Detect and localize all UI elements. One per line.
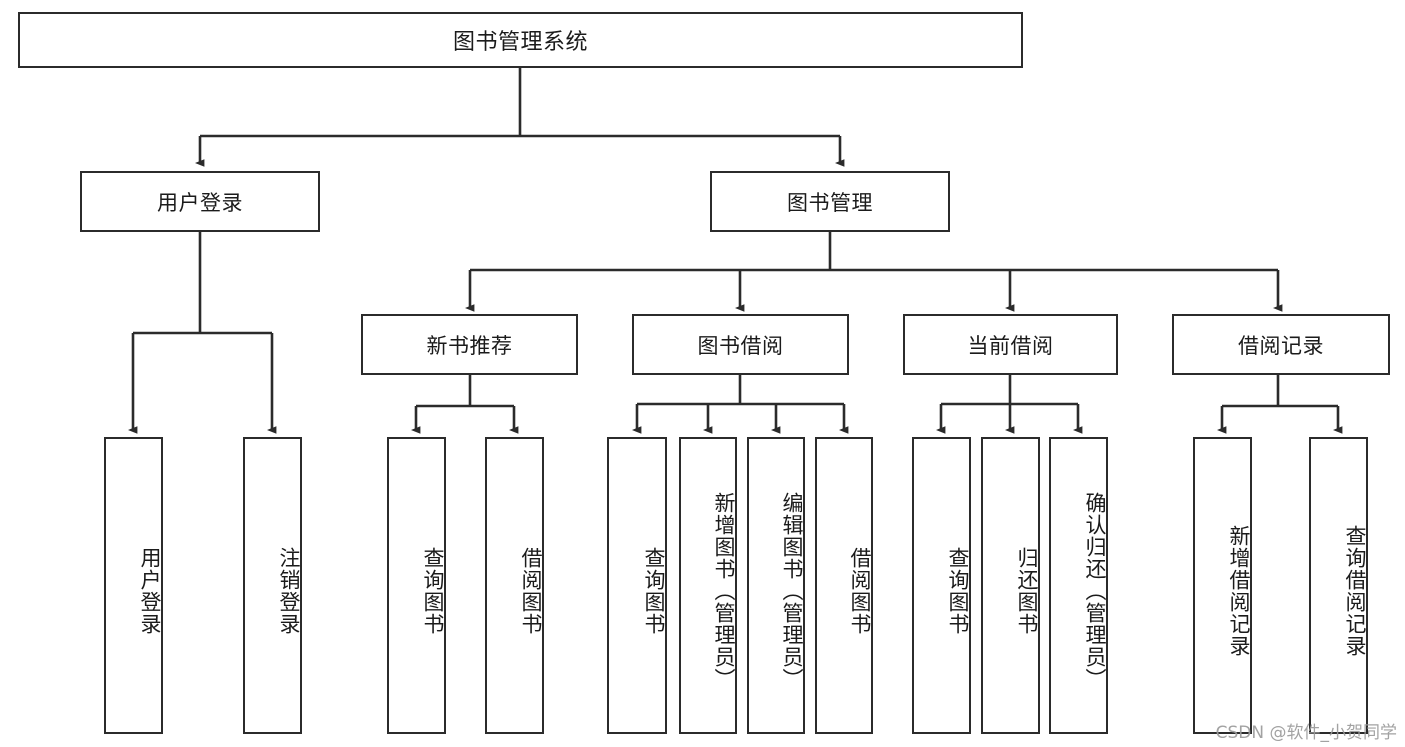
- node-label: 当前借阅: [967, 333, 1054, 358]
- leaf-borrow-book-recommend[interactable]: 借阅图书: [485, 437, 544, 734]
- node-current-borrow[interactable]: 当前借阅: [903, 314, 1118, 375]
- node-label: 归还图书: [1015, 546, 1039, 635]
- leaf-query-book-borrow[interactable]: 查询图书: [607, 437, 667, 734]
- node-label: 查询图书: [946, 546, 970, 635]
- leaf-user-login[interactable]: 用户登录: [104, 437, 163, 734]
- leaf-return-book[interactable]: 归还图书: [981, 437, 1040, 734]
- edge-currentborrow-to-leaves: [936, 375, 1083, 434]
- edge-bookmgmt-to-level3: [465, 232, 1283, 312]
- node-label: 查询图书: [421, 546, 445, 635]
- node-label: 借阅记录: [1238, 333, 1324, 358]
- node-label: 编辑图书（管理员）: [780, 491, 804, 690]
- node-book-management[interactable]: 图书管理: [710, 171, 950, 232]
- node-label: 图书管理: [787, 190, 873, 215]
- node-label: 确认归还（管理员）: [1083, 491, 1107, 690]
- node-label: 新书推荐: [426, 333, 513, 358]
- node-label: 借阅图书: [848, 546, 872, 635]
- node-label: 图书借阅: [697, 333, 784, 358]
- leaf-query-book-current[interactable]: 查询图书: [912, 437, 971, 734]
- node-label: 新增借阅记录: [1227, 524, 1251, 657]
- edge-borrowrecord-to-leaves: [1217, 375, 1343, 434]
- node-label: 图书管理系统: [452, 30, 588, 55]
- node-root-library-system[interactable]: 图书管理系统: [18, 12, 1023, 68]
- csdn-watermark: CSDN @软件_小贺同学: [1215, 723, 1397, 743]
- node-user-login[interactable]: 用户登录: [80, 171, 320, 232]
- edge-userlogin-to-leaves: [128, 232, 277, 434]
- leaf-borrow-book[interactable]: 借阅图书: [815, 437, 873, 734]
- leaf-add-book-admin[interactable]: 新增图书（管理员）: [679, 437, 737, 734]
- node-borrow-record[interactable]: 借阅记录: [1172, 314, 1390, 375]
- edge-root-to-level2: [195, 67, 845, 167]
- node-book-borrow[interactable]: 图书借阅: [632, 314, 849, 375]
- node-label: 用户登录: [157, 190, 243, 215]
- leaf-query-borrow-record[interactable]: 查询借阅记录: [1309, 437, 1368, 734]
- node-new-book-recommend[interactable]: 新书推荐: [361, 314, 578, 375]
- edge-bookborrow-to-leaves: [632, 375, 849, 434]
- edge-newbook-to-leaves: [411, 375, 519, 434]
- node-label: 查询图书: [642, 546, 666, 635]
- leaf-add-borrow-record[interactable]: 新增借阅记录: [1193, 437, 1252, 734]
- leaf-confirm-return-admin[interactable]: 确认归还（管理员）: [1049, 437, 1108, 734]
- node-label: 新增图书（管理员）: [712, 491, 736, 690]
- node-label: 借阅图书: [519, 546, 543, 635]
- leaf-query-book-recommend[interactable]: 查询图书: [387, 437, 446, 734]
- node-label: 查询借阅记录: [1343, 524, 1367, 657]
- node-label: 用户登录: [138, 546, 162, 635]
- node-label: 注销登录: [277, 546, 301, 635]
- leaf-edit-book-admin[interactable]: 编辑图书（管理员）: [747, 437, 805, 734]
- leaf-logout[interactable]: 注销登录: [243, 437, 302, 734]
